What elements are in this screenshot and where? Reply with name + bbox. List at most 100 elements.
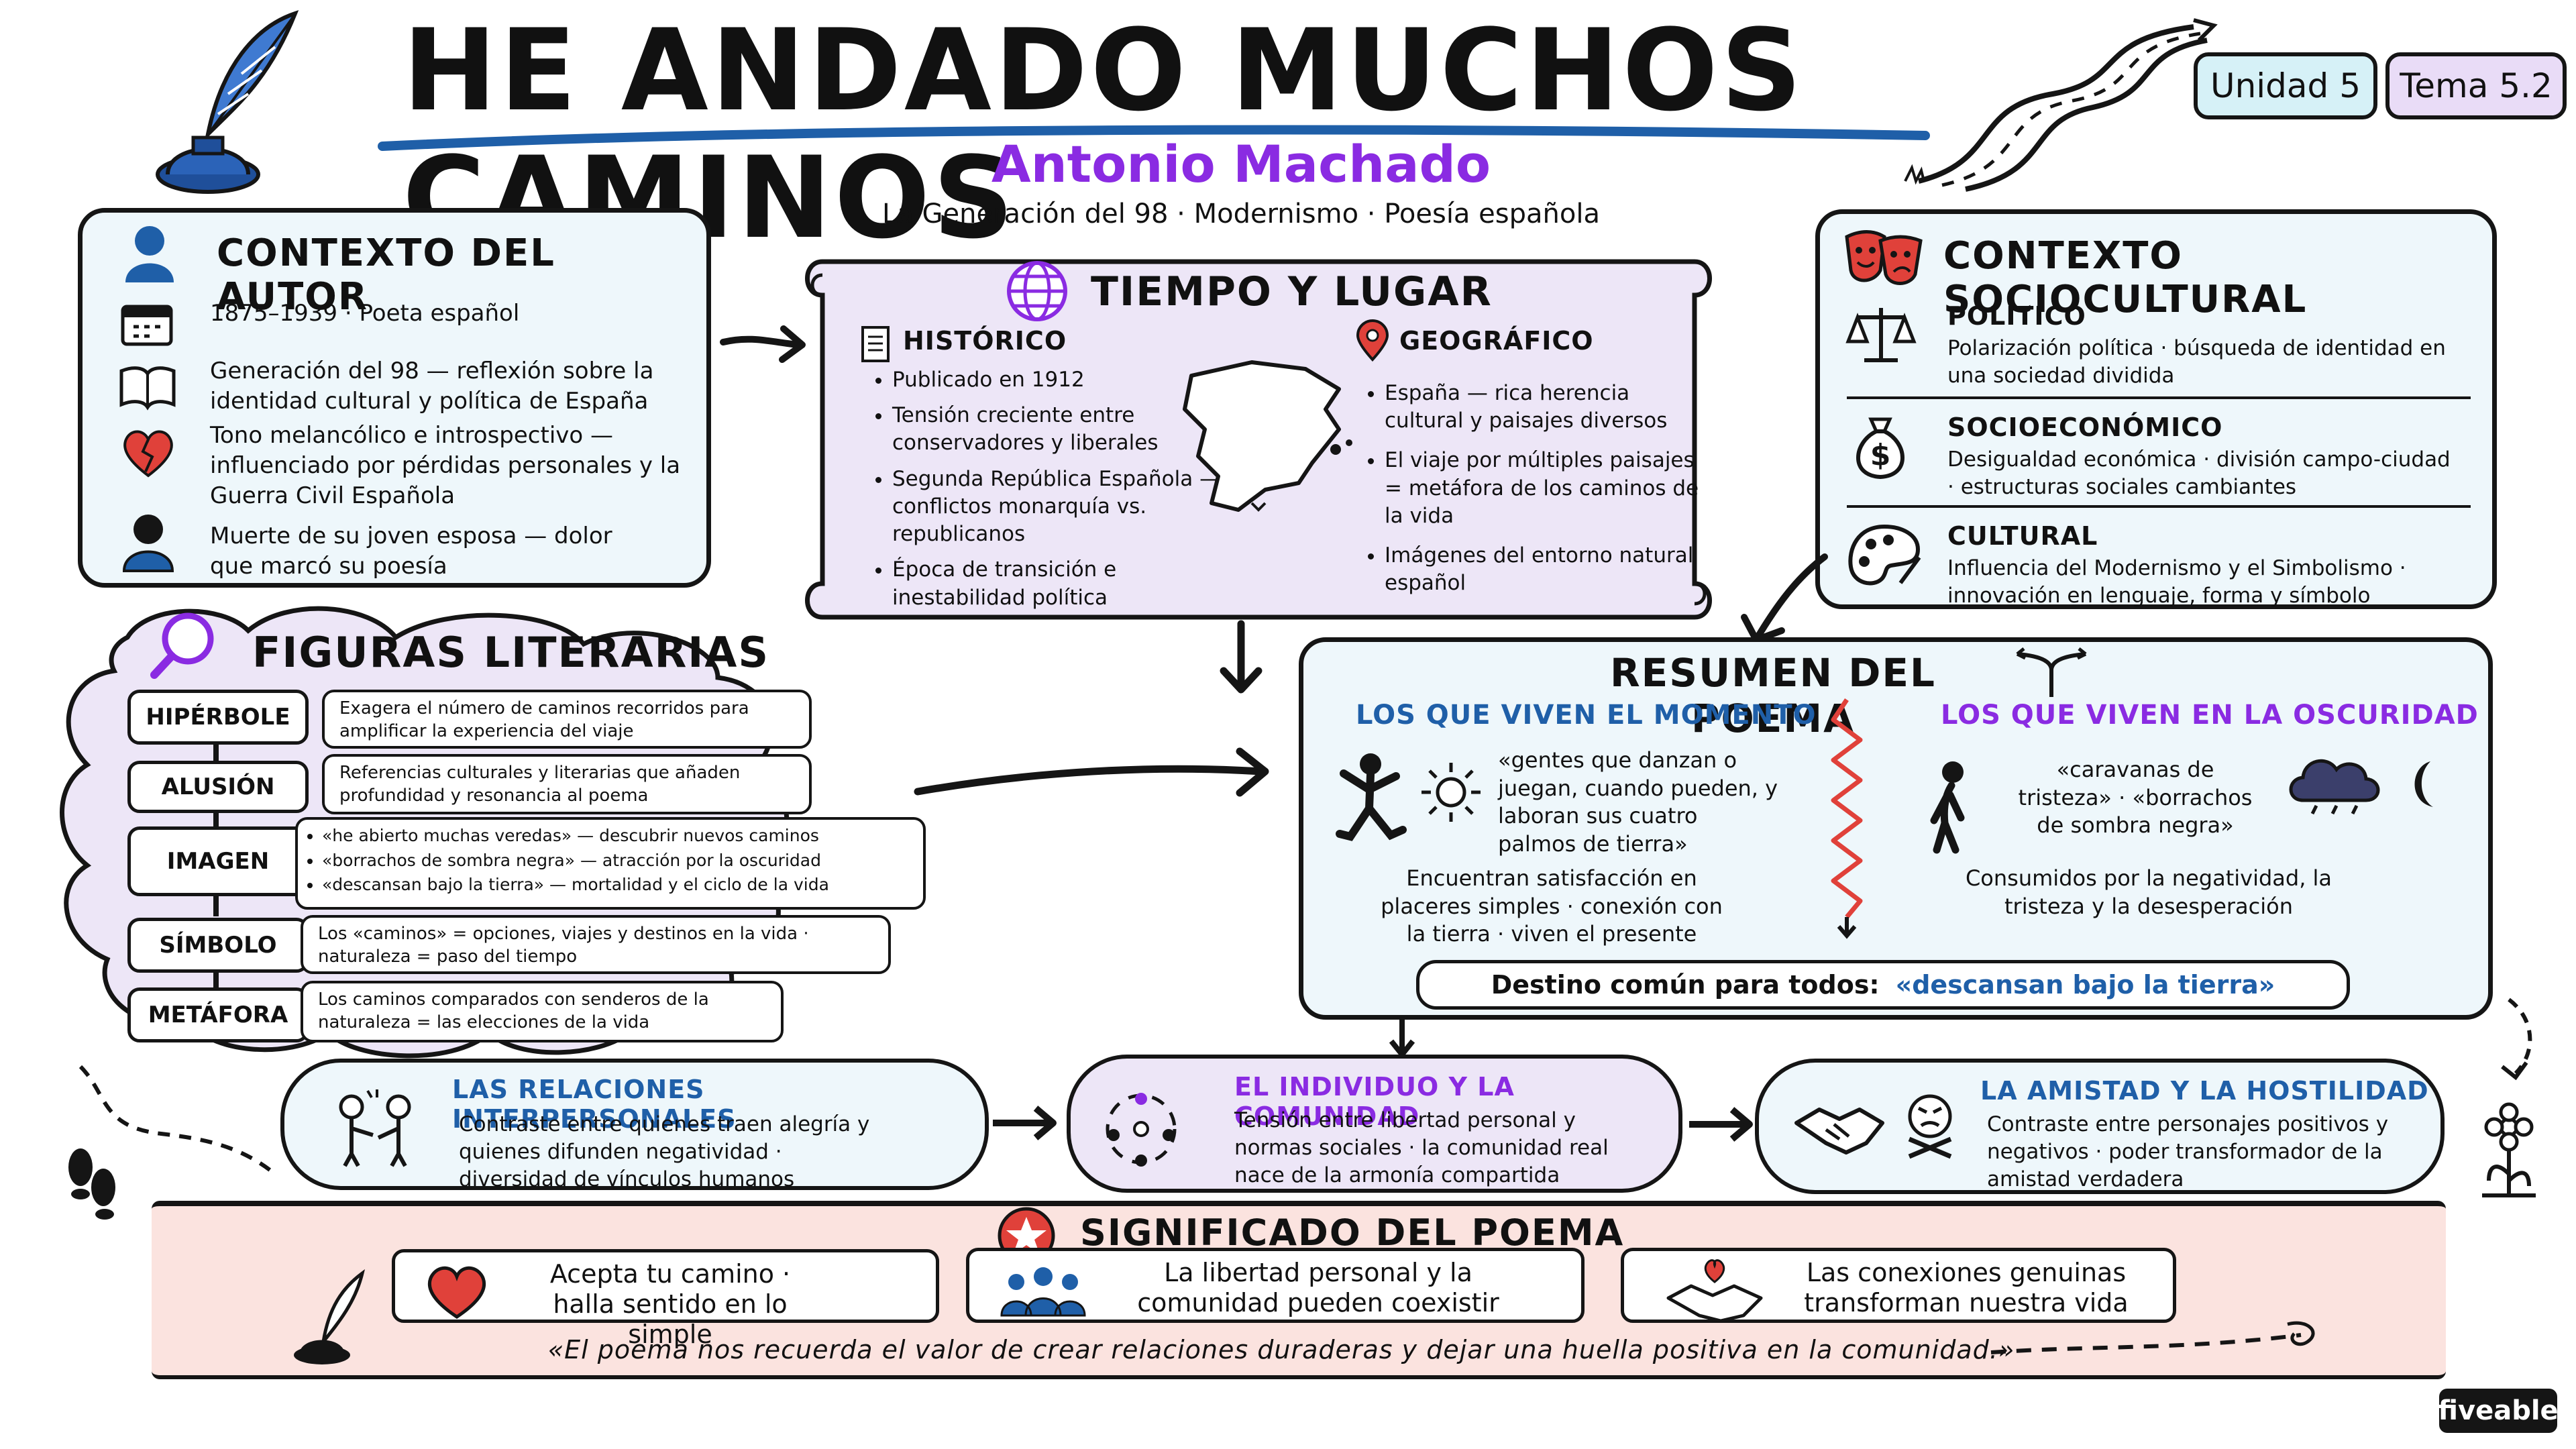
palette-icon bbox=[1844, 520, 1925, 596]
author-context-heading: CONTEXTO DEL AUTOR bbox=[217, 231, 555, 319]
time-place-heading: TIEMPO Y LUGAR bbox=[1091, 268, 1493, 315]
darkness-heading: LOS QUE VIVEN EN LA OSCURIDAD bbox=[1941, 700, 2479, 731]
angry-face-icon bbox=[1900, 1092, 1960, 1169]
figure-desc-metafora: Los caminos comparados con senderos de l… bbox=[301, 981, 784, 1042]
historic-item: Tensión creciente entre conservadores y … bbox=[892, 402, 1248, 457]
brand-logo: fiveable bbox=[2438, 1389, 2559, 1433]
geographic-item: España — rica herencia cultural y paisaj… bbox=[1385, 380, 1700, 435]
arrow-author-to-time bbox=[718, 315, 812, 372]
theater-masks-icon bbox=[1840, 223, 1927, 293]
sad-person-icon bbox=[1921, 756, 1981, 859]
figure-desc-simbolo: Los «caminos» = opciones, viajes y desti… bbox=[301, 915, 891, 974]
divider bbox=[1847, 396, 2471, 399]
scroll-icon bbox=[857, 323, 894, 366]
globe-icon bbox=[1004, 258, 1071, 327]
historic-item: Segunda República Española — conflictos … bbox=[892, 466, 1248, 549]
theme-individual-community: EL INDIVIDUO Y LA COMUNIDAD Tensión entr… bbox=[1067, 1055, 1682, 1193]
scales-icon bbox=[1844, 301, 1918, 371]
meaning-heading: SIGNIFICADO DEL POEMA bbox=[1080, 1212, 1625, 1254]
darkness-quote: «caravanas de tristeza» · «borrachos de … bbox=[2018, 757, 2253, 839]
author-item-3: Tono melancólico e introspectivo — influ… bbox=[210, 422, 681, 510]
broken-heart-icon bbox=[120, 427, 176, 481]
imagen-bullet: «descansan bajo la tierra» — mortalidad … bbox=[322, 874, 916, 896]
magnifier-icon bbox=[148, 608, 228, 684]
heart-handshake-icon bbox=[1664, 1258, 1765, 1325]
map-pin-icon bbox=[1352, 319, 1393, 365]
meaning-quote: «El poema nos recuerda el valor de crear… bbox=[547, 1335, 2015, 1364]
zigzag-divider bbox=[1820, 696, 1874, 947]
meaning-card-1: Acepta tu camino · halla sentido en lo s… bbox=[392, 1249, 939, 1349]
theme-heading: LAS RELACIONES INTERPERSONALES bbox=[452, 1075, 737, 1134]
divider bbox=[1847, 505, 2471, 508]
money-bag-icon: $ bbox=[1847, 409, 1914, 485]
flower-icon bbox=[2462, 993, 2556, 1217]
svg-text:$: $ bbox=[1870, 438, 1891, 472]
common-destiny-box: Destino común para todos: «descansan baj… bbox=[1416, 960, 2350, 1010]
cultural-heading: CULTURAL bbox=[1947, 521, 2098, 551]
sociocultural-panel: CONTEXTO SOCIOCULTURAL POLÍTICO Polariza… bbox=[1815, 209, 2497, 609]
historic-item: Época de transición e inestabilidad polí… bbox=[892, 556, 1248, 611]
cultural-text: Influencia del Modernismo y el Simbolism… bbox=[1947, 556, 2406, 608]
arrow-figures-to-summary bbox=[912, 738, 1288, 808]
mourning-person-icon bbox=[120, 512, 176, 575]
theme-interpersonal: LAS RELACIONES INTERPERSONALES Contraste… bbox=[280, 1059, 989, 1191]
author-item-1: 1875–1939 · Poeta español bbox=[210, 300, 520, 327]
fork-road-icon bbox=[2008, 646, 2095, 702]
arrow-time-to-summary bbox=[1214, 620, 1268, 703]
heart-icon bbox=[425, 1263, 489, 1322]
page-subtitle: La Generación del 98 · Modernismo · Poes… bbox=[882, 199, 1600, 229]
moment-text: Encuentran satisfacción en placeres simp… bbox=[1381, 865, 1723, 947]
poem-summary-heading: RESUMEN DEL POEMA bbox=[1610, 650, 1936, 741]
calendar-icon bbox=[120, 300, 174, 350]
common-destiny-quote: «descansan bajo la tierra» bbox=[1895, 970, 2275, 1000]
dancer-icon bbox=[1330, 749, 1411, 853]
moment-heading: LOS QUE VIVEN EL MOMENTO bbox=[1356, 700, 1817, 731]
arrow-theme-2-3 bbox=[1685, 1102, 1759, 1151]
socioeconomic-heading: SOCIOECONÓMICO bbox=[1947, 413, 2223, 442]
political-heading: POLÍTICO bbox=[1947, 301, 2086, 331]
title-underline bbox=[376, 121, 1932, 164]
geographic-heading: GEOGRÁFICO bbox=[1399, 326, 1594, 356]
figure-desc-hiperbole: Exagera el número de caminos recorridos … bbox=[322, 690, 812, 749]
unit-badge: Unidad 5 bbox=[2194, 52, 2377, 119]
theme-friendship-hostility: LA AMISTAD Y LA HOSTILIDAD Contraste ent… bbox=[1755, 1059, 2445, 1194]
theme-heading: EL INDIVIDUO Y LA COMUNIDAD bbox=[1234, 1072, 1515, 1131]
person-icon bbox=[123, 223, 176, 286]
handshake-icon bbox=[1792, 1096, 1886, 1166]
figure-connector bbox=[213, 973, 219, 990]
author-item-2: Generación del 98 — reflexión sobre la i… bbox=[210, 358, 654, 415]
figure-tag-hiperbole: HIPÉRBOLE bbox=[127, 690, 309, 745]
arrow-theme-1-2 bbox=[989, 1100, 1063, 1150]
meaning-card-text: Acepta tu camino · halla sentido en lo s… bbox=[549, 1259, 791, 1349]
figure-connector bbox=[213, 745, 219, 762]
historic-item: Publicado en 1912 bbox=[892, 366, 1248, 394]
quill-inkwell-icon bbox=[134, 7, 309, 195]
theme-text: Contraste entre quienes traen alegría y … bbox=[459, 1112, 870, 1191]
geographic-item: El viaje por múltiples paisajes = metáfo… bbox=[1385, 447, 1700, 530]
common-destiny-label: Destino común para todos: bbox=[1491, 970, 1880, 1000]
dashed-trail bbox=[1986, 1319, 2334, 1368]
moment-quote: «gentes que danzan o juegan, cuando pued… bbox=[1498, 747, 1778, 857]
storm-cloud-icon bbox=[2283, 749, 2390, 819]
meaning-card-3: Las conexiones genuinas transforman nues… bbox=[1621, 1248, 2176, 1323]
imagen-bullet: «borrachos de sombra negra» — atracción … bbox=[322, 850, 916, 872]
figure-tag-imagen: IMAGEN bbox=[127, 826, 309, 896]
group-icon bbox=[996, 1263, 1090, 1320]
book-icon bbox=[117, 363, 178, 413]
imagen-bullet: «he abierto muchas veredas» — descubrir … bbox=[322, 825, 916, 847]
spain-map-icon bbox=[1171, 349, 1359, 526]
page-title: HE ANDADO MUCHOS CAMINOS bbox=[402, 5, 1805, 264]
moon-icon bbox=[2404, 757, 2451, 814]
sun-icon bbox=[1417, 759, 1485, 828]
winding-road-icon bbox=[1892, 13, 2227, 195]
historic-list: Publicado en 1912 Tensión creciente entr… bbox=[869, 366, 1248, 620]
political-text: Polarización política · búsqueda de iden… bbox=[1947, 336, 2446, 388]
time-place-scroll: TIEMPO Y LUGAR HISTÓRICO Publicado en 19… bbox=[796, 248, 1721, 624]
topic-badge: Tema 5.2 bbox=[2385, 52, 2567, 119]
sociocultural-heading: CONTEXTO SOCIOCULTURAL bbox=[1943, 234, 2308, 321]
community-circle-icon bbox=[1097, 1085, 1185, 1175]
author-context-panel: CONTEXTO DEL AUTOR 1875–1939 · Poeta esp… bbox=[78, 208, 711, 588]
theme-text: Tensión entre libertad personal y normas… bbox=[1234, 1108, 1609, 1187]
footprints-trail bbox=[54, 1053, 295, 1230]
figure-tag-metafora: METÁFORA bbox=[127, 987, 309, 1042]
